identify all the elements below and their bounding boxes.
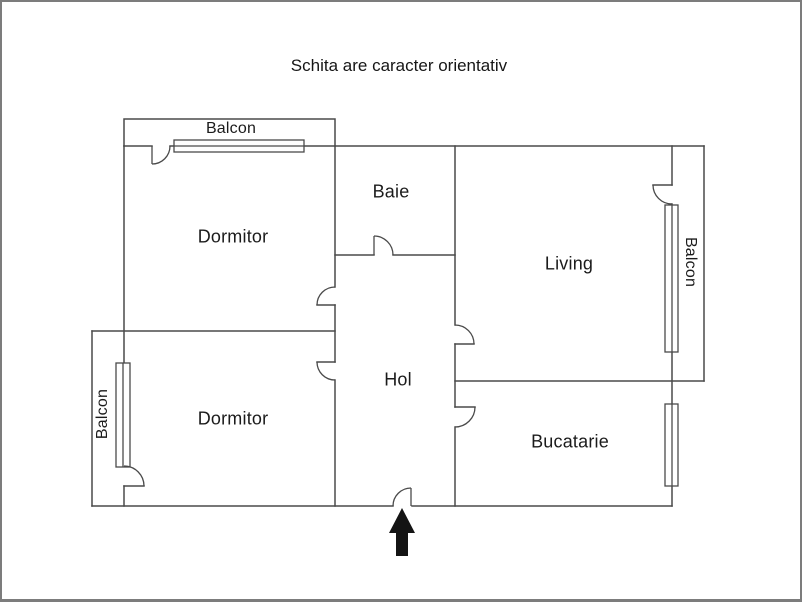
door-arc xyxy=(151,145,171,165)
room-label-dormitor-top: Dormitor xyxy=(197,226,269,247)
doors xyxy=(123,145,673,507)
entrance-arrow-icon xyxy=(389,508,415,556)
door-arc xyxy=(316,286,336,306)
room-label-balcon-left: Balcon xyxy=(94,388,111,440)
door-arc xyxy=(454,324,475,345)
door-arc xyxy=(123,465,145,487)
door-arc xyxy=(316,361,336,381)
door-arc xyxy=(373,235,394,256)
room-label-bucatarie: Bucatarie xyxy=(531,431,609,452)
room-label-dormitor-bottom: Dormitor xyxy=(197,408,269,429)
room-label-living: Living xyxy=(544,253,594,274)
plan-title: Schita are caracter orientativ xyxy=(290,56,508,75)
room-label-hol: Hol xyxy=(384,369,412,390)
door-arc xyxy=(392,487,412,507)
room-label-baie: Baie xyxy=(372,181,410,202)
windows xyxy=(115,139,679,487)
walls xyxy=(91,118,705,507)
door-arc xyxy=(652,184,673,205)
door-arc xyxy=(454,406,476,428)
room-label-balcon-right: Balcon xyxy=(682,236,699,288)
balcony-top-outline xyxy=(123,118,336,147)
room-label-balcon-top: Balcon xyxy=(205,120,257,137)
